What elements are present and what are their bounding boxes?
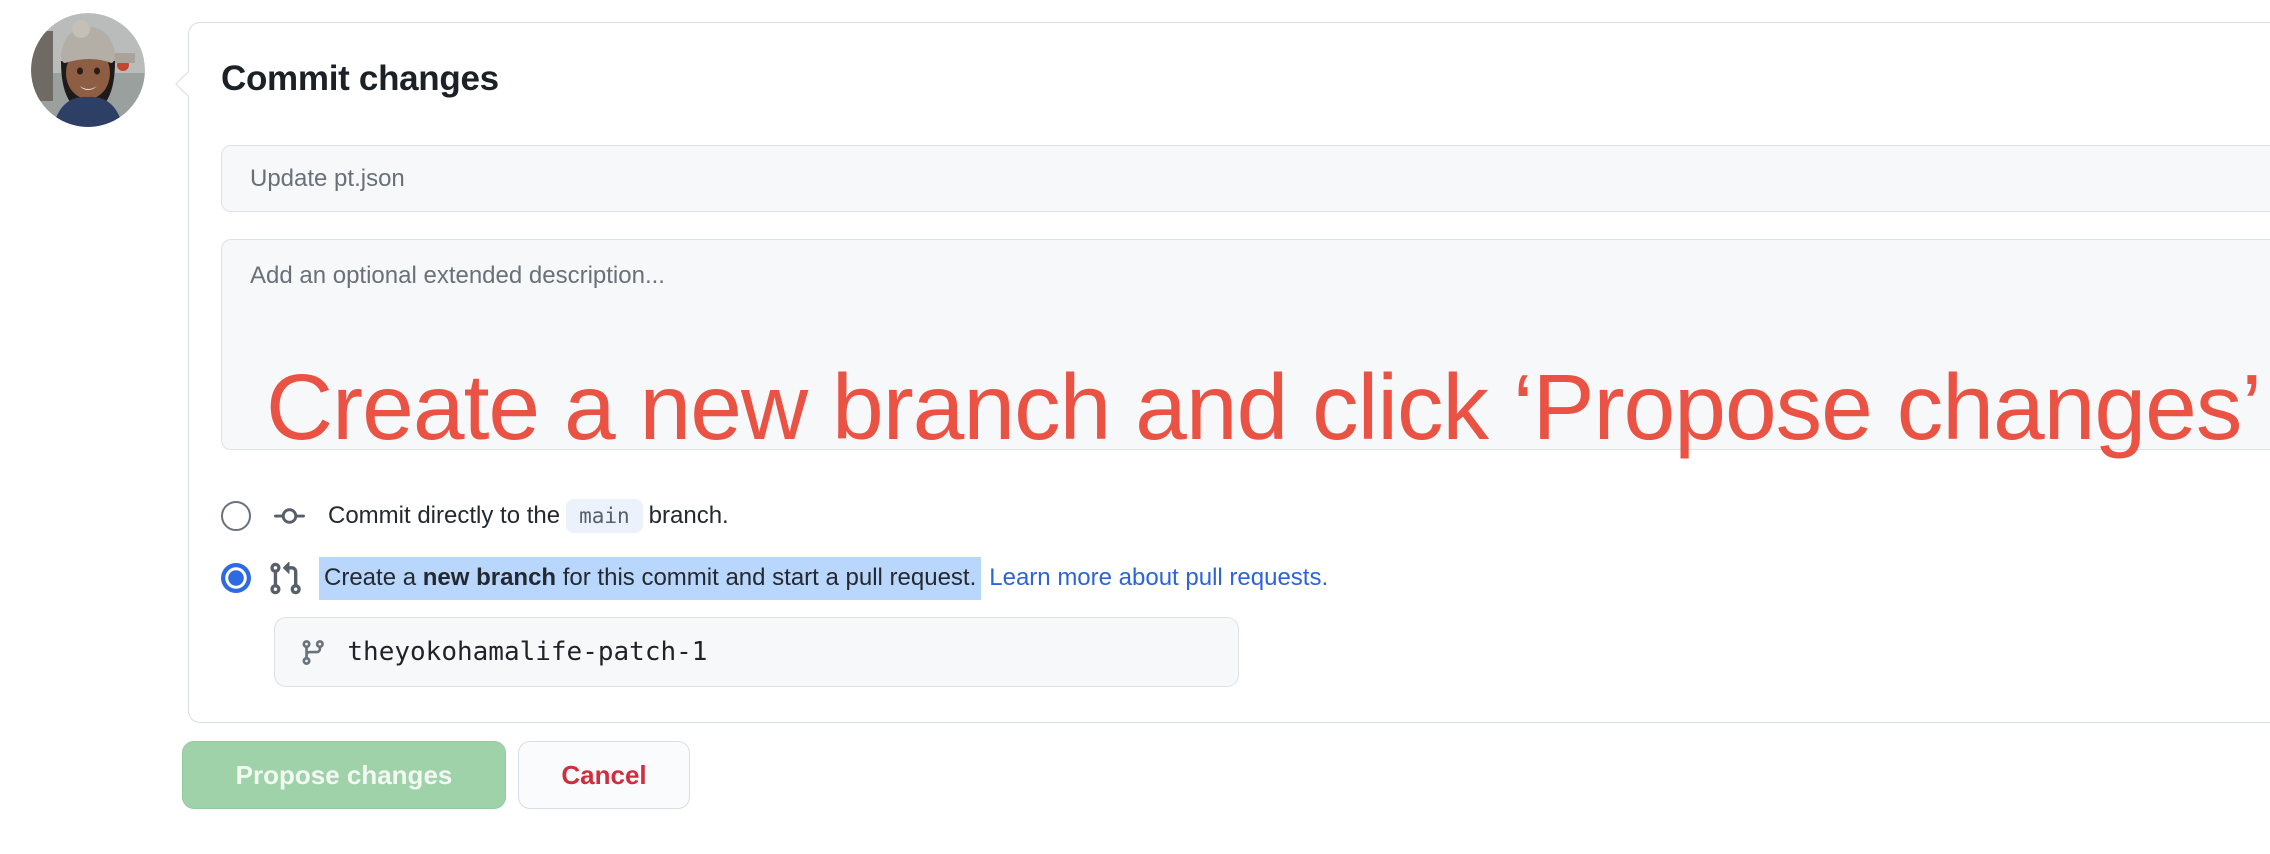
new-branch-label: Create a new branch for this commit and … — [319, 557, 1329, 600]
radio-commit-direct[interactable] — [221, 501, 251, 531]
git-branch-icon — [302, 639, 324, 665]
git-pull-request-icon — [270, 561, 301, 594]
git-commit-icon — [274, 507, 305, 524]
branch-name-field[interactable] — [274, 617, 1239, 687]
extended-description-textarea[interactable] — [221, 239, 2270, 450]
action-buttons: Propose changes Cancel — [182, 741, 690, 809]
branch-name-input[interactable] — [347, 637, 1214, 667]
commit-message-input[interactable] — [221, 145, 2270, 212]
commit-option-new-branch: Create a new branch for this commit and … — [221, 556, 1328, 600]
selected-text-highlight: Create a new branch for this commit and … — [319, 557, 982, 600]
propose-changes-button[interactable]: Propose changes — [182, 741, 506, 809]
avatar-image — [31, 13, 145, 127]
cancel-button[interactable]: Cancel — [518, 741, 690, 809]
learn-more-link[interactable]: Learn more about pull requests. — [989, 564, 1329, 591]
avatar[interactable] — [31, 13, 145, 127]
main-branch-chip: main — [566, 499, 643, 533]
bubble-caret — [175, 71, 201, 97]
description-wrap: Create a new branch and click ‘Propose c… — [221, 239, 2270, 459]
page-title: Commit changes — [221, 59, 499, 98]
commit-dialog: Commit changes Create a new branch and c… — [175, 22, 2270, 723]
radio-new-branch[interactable] — [221, 563, 251, 593]
